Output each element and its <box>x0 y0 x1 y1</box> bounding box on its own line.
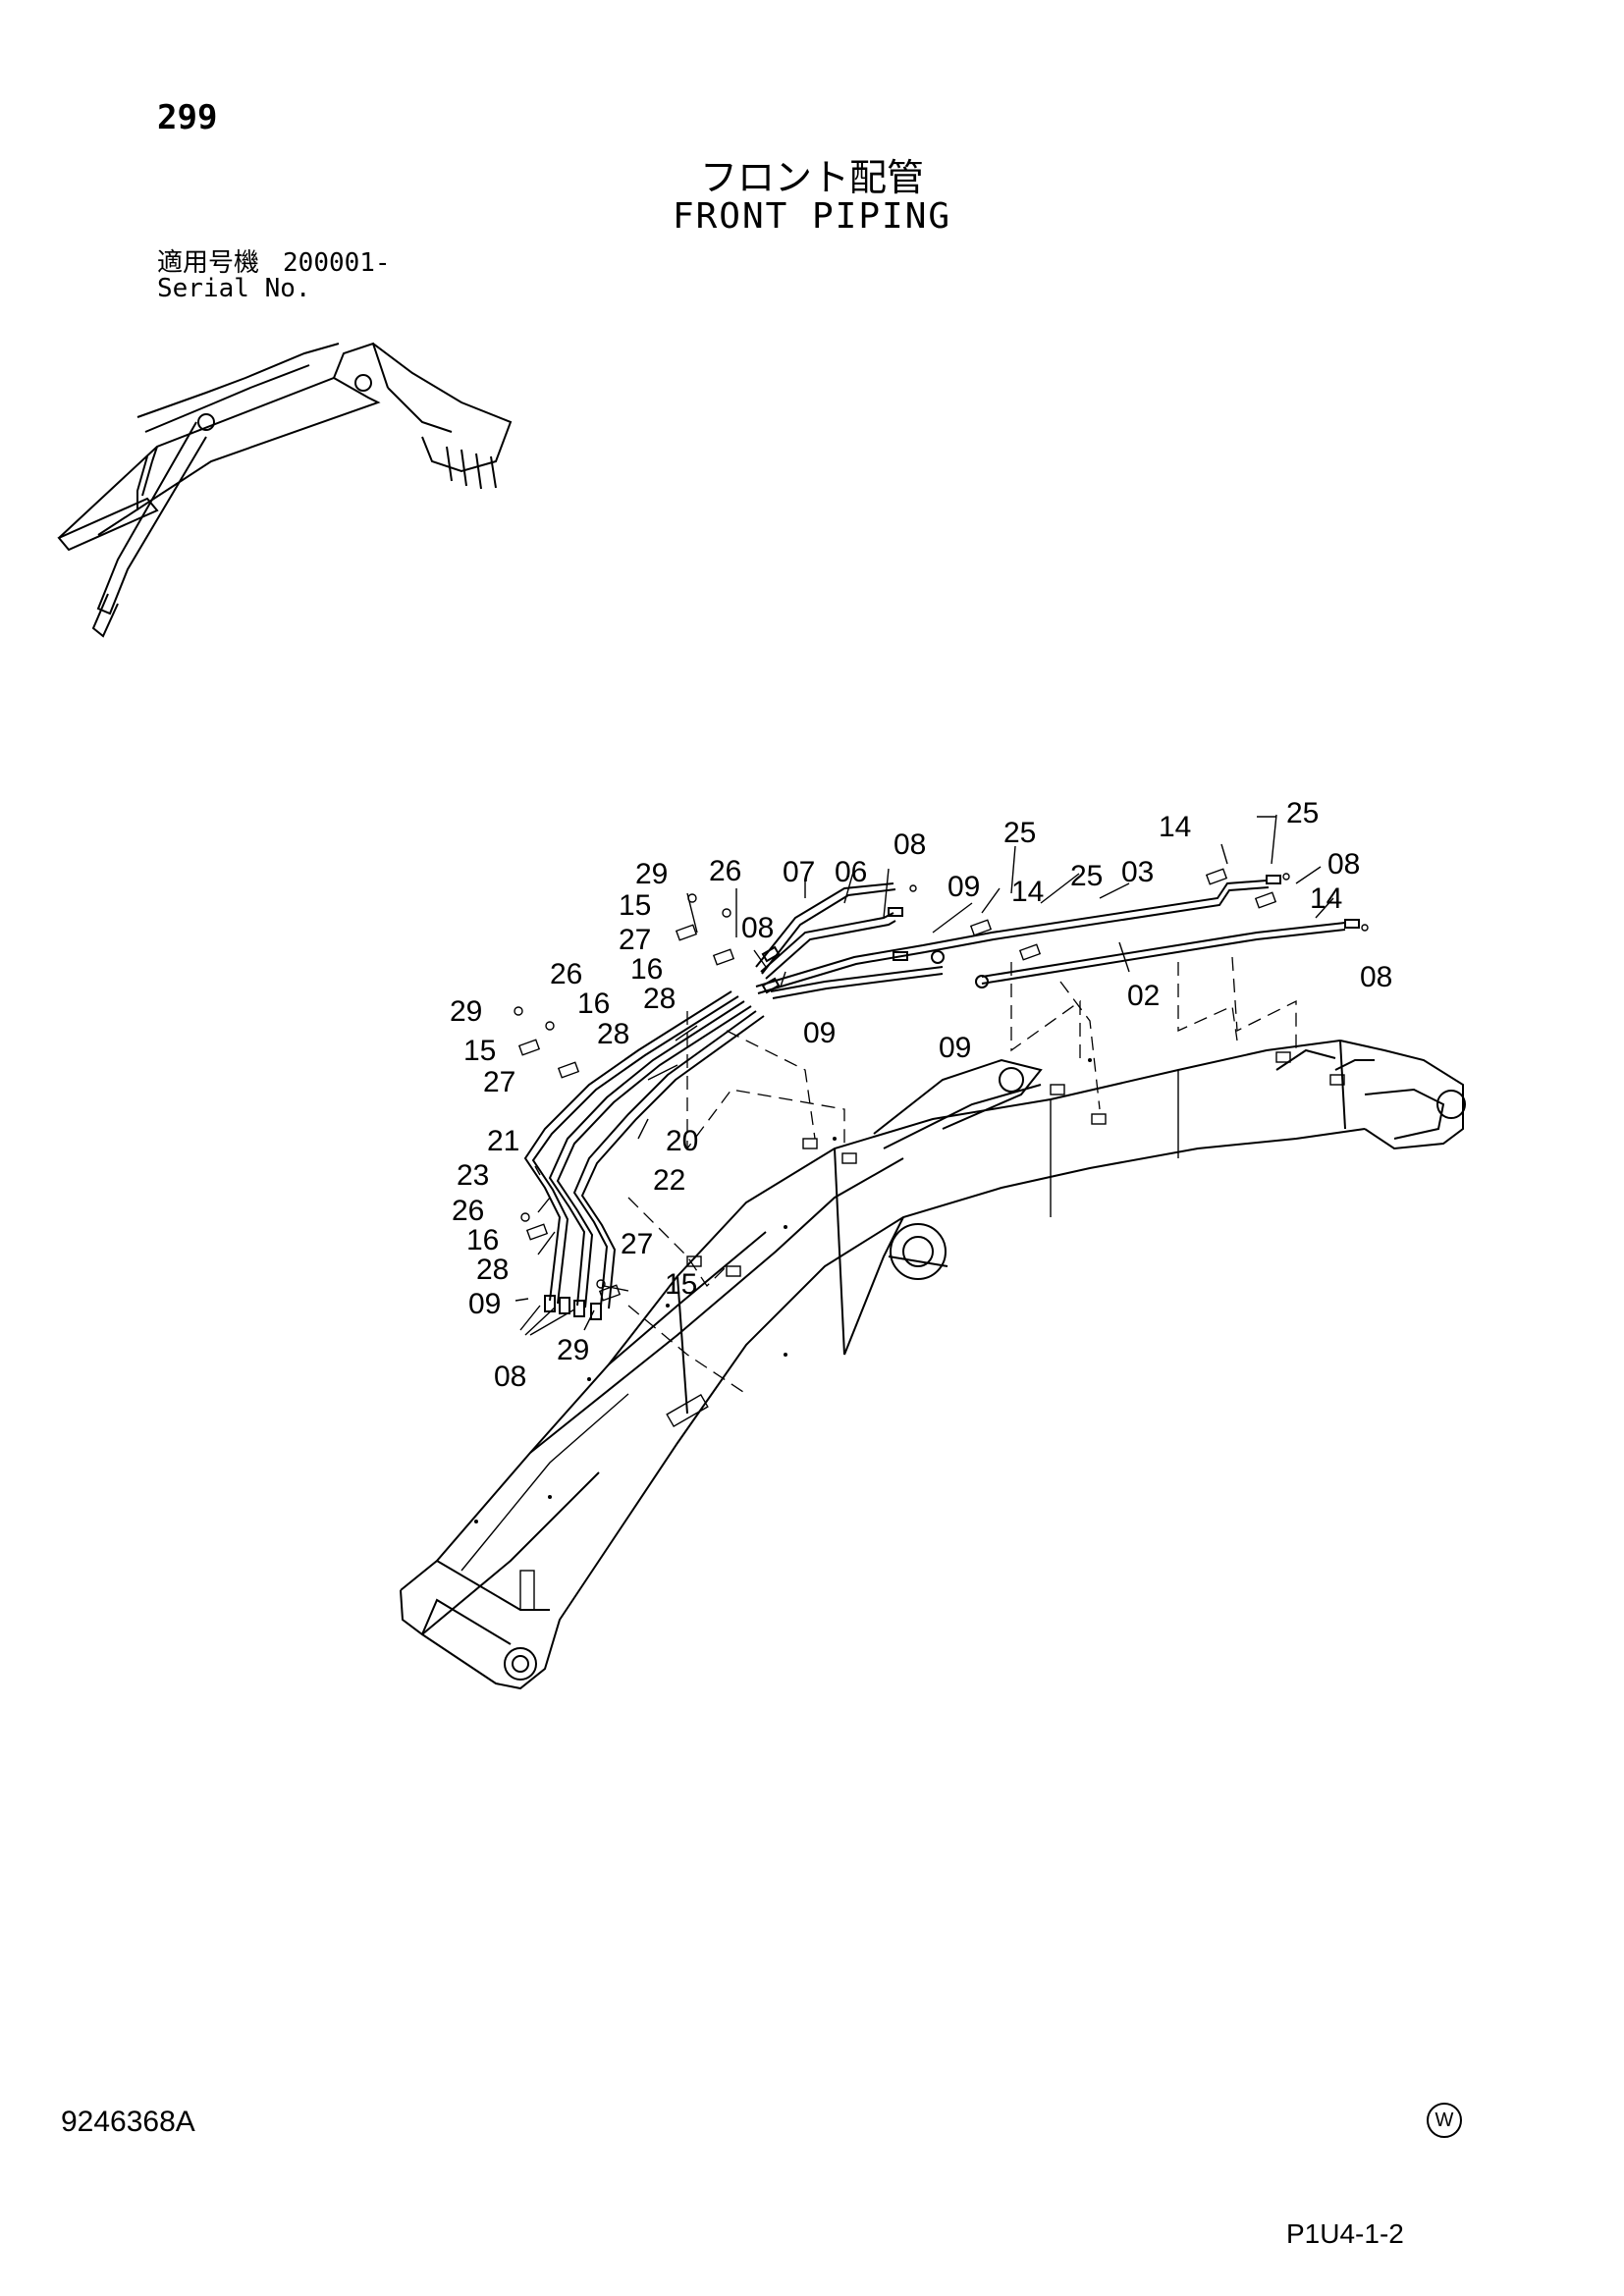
callout-15: 15 <box>463 1035 496 1067</box>
callout-16: 16 <box>466 1224 499 1256</box>
callout-15: 15 <box>665 1268 697 1301</box>
callout-26: 26 <box>709 855 741 887</box>
callout-14: 14 <box>1011 876 1044 908</box>
serial-block: 適用号機 200001- Serial No. <box>157 250 391 301</box>
callout-25: 25 <box>1286 797 1319 829</box>
callout-20: 20 <box>666 1125 698 1157</box>
callout-09: 09 <box>939 1032 971 1064</box>
callout-26: 26 <box>550 958 582 990</box>
callout-07: 07 <box>783 856 815 888</box>
callout-06: 06 <box>835 856 867 888</box>
callout-14: 14 <box>1159 811 1191 843</box>
callout-28: 28 <box>476 1254 509 1286</box>
callout-16: 16 <box>630 953 663 986</box>
callout-08: 08 <box>1360 961 1392 993</box>
boom-drawing <box>400 1040 1466 1690</box>
callout-21: 21 <box>487 1125 519 1157</box>
callout-23: 23 <box>457 1159 489 1192</box>
serial-label-jp: 適用号機 <box>157 248 260 278</box>
callout-16: 16 <box>577 988 610 1020</box>
dashed-leaders <box>627 956 1297 1395</box>
serial-label-en: Serial No. <box>157 274 311 303</box>
w-circle-mark: W <box>1427 2103 1462 2138</box>
callout-26: 26 <box>452 1195 484 1227</box>
document-number: 9246368A <box>61 2106 195 2138</box>
callout-27: 27 <box>621 1228 653 1260</box>
callout-28: 28 <box>597 1018 629 1050</box>
callout-25: 25 <box>1070 860 1103 892</box>
callout-09: 09 <box>947 871 980 903</box>
callout-29: 29 <box>450 995 482 1028</box>
callout-08: 08 <box>893 828 926 861</box>
callout-09: 09 <box>468 1288 501 1320</box>
bolt-icons <box>514 868 1369 1302</box>
callout-09: 09 <box>803 1017 836 1049</box>
callout-03: 03 <box>1121 856 1154 888</box>
thumbnail-overview <box>57 342 513 638</box>
callout-29: 29 <box>557 1334 589 1366</box>
callout-27: 27 <box>619 924 651 956</box>
callout-15: 15 <box>619 889 651 922</box>
callout-28: 28 <box>643 983 676 1015</box>
callout-14: 14 <box>1310 882 1342 915</box>
callout-08: 08 <box>741 912 774 944</box>
callout-08: 08 <box>494 1361 526 1393</box>
callout-02: 02 <box>1127 980 1160 1012</box>
serial-value: 200001- <box>283 248 391 278</box>
page-title-japanese: フロント配管 <box>699 156 924 199</box>
page-code: P1U4-1-2 <box>1286 2218 1404 2249</box>
callout-25: 25 <box>1003 817 1036 849</box>
callout-leaders <box>514 814 1334 1336</box>
page-number: 299 <box>157 98 218 137</box>
page-title: FRONT PIPING <box>672 196 952 237</box>
callout-27: 27 <box>483 1066 515 1098</box>
hydraulic-pipes <box>523 875 1360 1320</box>
callout-labels: 08 25 14 25 29 26 07 06 09 14 25 03 08 1… <box>450 797 1392 1393</box>
callout-08: 08 <box>1327 848 1360 881</box>
callout-22: 22 <box>653 1164 685 1197</box>
callout-29: 29 <box>635 858 668 890</box>
